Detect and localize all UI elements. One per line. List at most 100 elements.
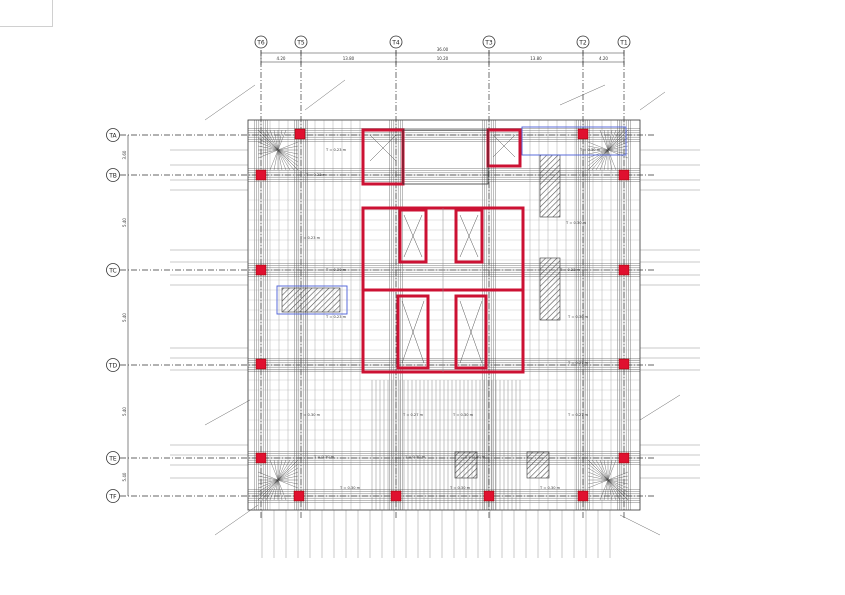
core-wall (396, 294, 430, 370)
level-note: T = 0.30 m (464, 455, 486, 459)
grid-bubble-label: T1 (619, 40, 628, 47)
grid-bubble-column (576, 35, 590, 49)
level-note: T = 0.30 m (449, 486, 471, 490)
core-wall (454, 294, 488, 370)
grid-bubble-label: T4 (391, 40, 400, 47)
grid-bubble-label: T2 (578, 40, 587, 47)
core-walls (276, 126, 627, 479)
leader-line (639, 394, 681, 421)
hatched-area (539, 154, 561, 218)
column (293, 490, 305, 502)
row-dim-text: 5.40 (122, 313, 127, 322)
leader-line (204, 399, 251, 426)
grid-bubble-label: TA (108, 133, 117, 140)
level-note: T = 0.23 m (559, 268, 581, 272)
column (255, 169, 267, 181)
column (294, 128, 306, 140)
corner-fan (599, 459, 617, 501)
leader-line (559, 84, 606, 106)
row-dim-text: 3.60 (122, 150, 127, 159)
grid-bubble-label: T6 (256, 40, 265, 47)
level-note: T = 0.23 m (325, 315, 347, 319)
grid-bubble-row (106, 128, 120, 142)
grid-bubble-label: TF (108, 494, 117, 501)
level-note: T = 0.30 m (404, 455, 426, 459)
level-note: T = 0.30 m (313, 455, 335, 459)
selection-box (521, 126, 627, 156)
grid-bubble-column (617, 35, 631, 49)
leader-line (619, 514, 661, 536)
hatched-area (539, 257, 561, 321)
row-dim-text: 5.40 (122, 407, 127, 416)
grid-bubble-row (106, 358, 120, 372)
level-note: T = 0.27 m (402, 413, 424, 417)
shaft-x (401, 300, 425, 364)
grid-bubble-row (106, 168, 120, 182)
leader-line (214, 504, 259, 536)
column-dim-text: 13.80 (530, 56, 542, 61)
leader-line (639, 91, 666, 111)
hatched-area (526, 451, 550, 479)
level-note: T = 0.27 m (567, 361, 589, 365)
grid-bubble-label: TB (108, 173, 117, 180)
level-note: T = 0.30 m (452, 413, 474, 417)
row-dim-text: 5.40 (122, 472, 127, 481)
level-note: T = 0.23 m (325, 148, 347, 152)
selection-box (276, 285, 348, 315)
level-note: T = 0.30 m (565, 221, 587, 225)
grid-bubble-row (106, 263, 120, 277)
corner-fan (269, 129, 287, 171)
level-note: T = 0.23 m (305, 173, 327, 177)
hatched-area (281, 287, 341, 313)
level-note: T = 0.30 m (299, 413, 321, 417)
overall-dim-text: 36.00 (437, 47, 449, 52)
leader-line (204, 84, 256, 121)
shaft-x (459, 214, 479, 258)
window-corner-box (0, 0, 53, 27)
core-wall (398, 208, 428, 264)
grid-bubble-label: TE (108, 456, 117, 463)
shaft-x (492, 134, 516, 158)
column (577, 128, 589, 140)
column (255, 358, 267, 370)
column (618, 358, 630, 370)
level-note: T = 0.23 m (299, 236, 321, 240)
level-note: T = 0.30 m (339, 486, 361, 490)
column-dim-text: 10.20 (437, 56, 449, 61)
level-note: T = 0.30 m (325, 268, 347, 272)
columns (255, 128, 630, 502)
column (255, 264, 267, 276)
grid-bubble-label: TC (108, 268, 117, 275)
level-notes: T = 0.23 m T = 0.30 m T = 0.23 m T = 0.23 m… (299, 148, 601, 490)
core-stair (402, 129, 489, 185)
core-wall (486, 128, 522, 168)
shaft-x (459, 300, 483, 364)
leader-line (304, 79, 346, 111)
column-dim-text: 13.80 (343, 56, 355, 61)
column-dim-text: 4.20 (599, 56, 608, 61)
level-note: T = 0.30 m (579, 148, 601, 152)
dimension-lines: 36.00 4.20 13.80 10.20 13.80 4.20 3.60 5.40 5.40… (122, 47, 625, 496)
corner-fan (269, 459, 287, 501)
grid-lines (120, 50, 655, 518)
level-note: T = 0.30 m (539, 486, 561, 490)
grid-bubble-label: TD (108, 363, 118, 370)
core-wall (361, 128, 405, 186)
grid-bubble-row (106, 451, 120, 465)
hatched-area (454, 451, 478, 479)
row-dim-text: 5.40 (122, 218, 127, 227)
column (618, 452, 630, 464)
corner-fan (599, 129, 617, 171)
column (618, 169, 630, 181)
level-note: T = 0.30 m (567, 315, 589, 319)
column (483, 490, 495, 502)
grid-bubble-label: T5 (296, 40, 305, 47)
column-dim-text: 4.20 (277, 56, 286, 61)
grid-bubble-column (254, 35, 268, 49)
core-wall (454, 208, 484, 264)
grid-bubble-label: T3 (484, 40, 493, 47)
column (577, 490, 589, 502)
shaft-x (403, 214, 423, 258)
